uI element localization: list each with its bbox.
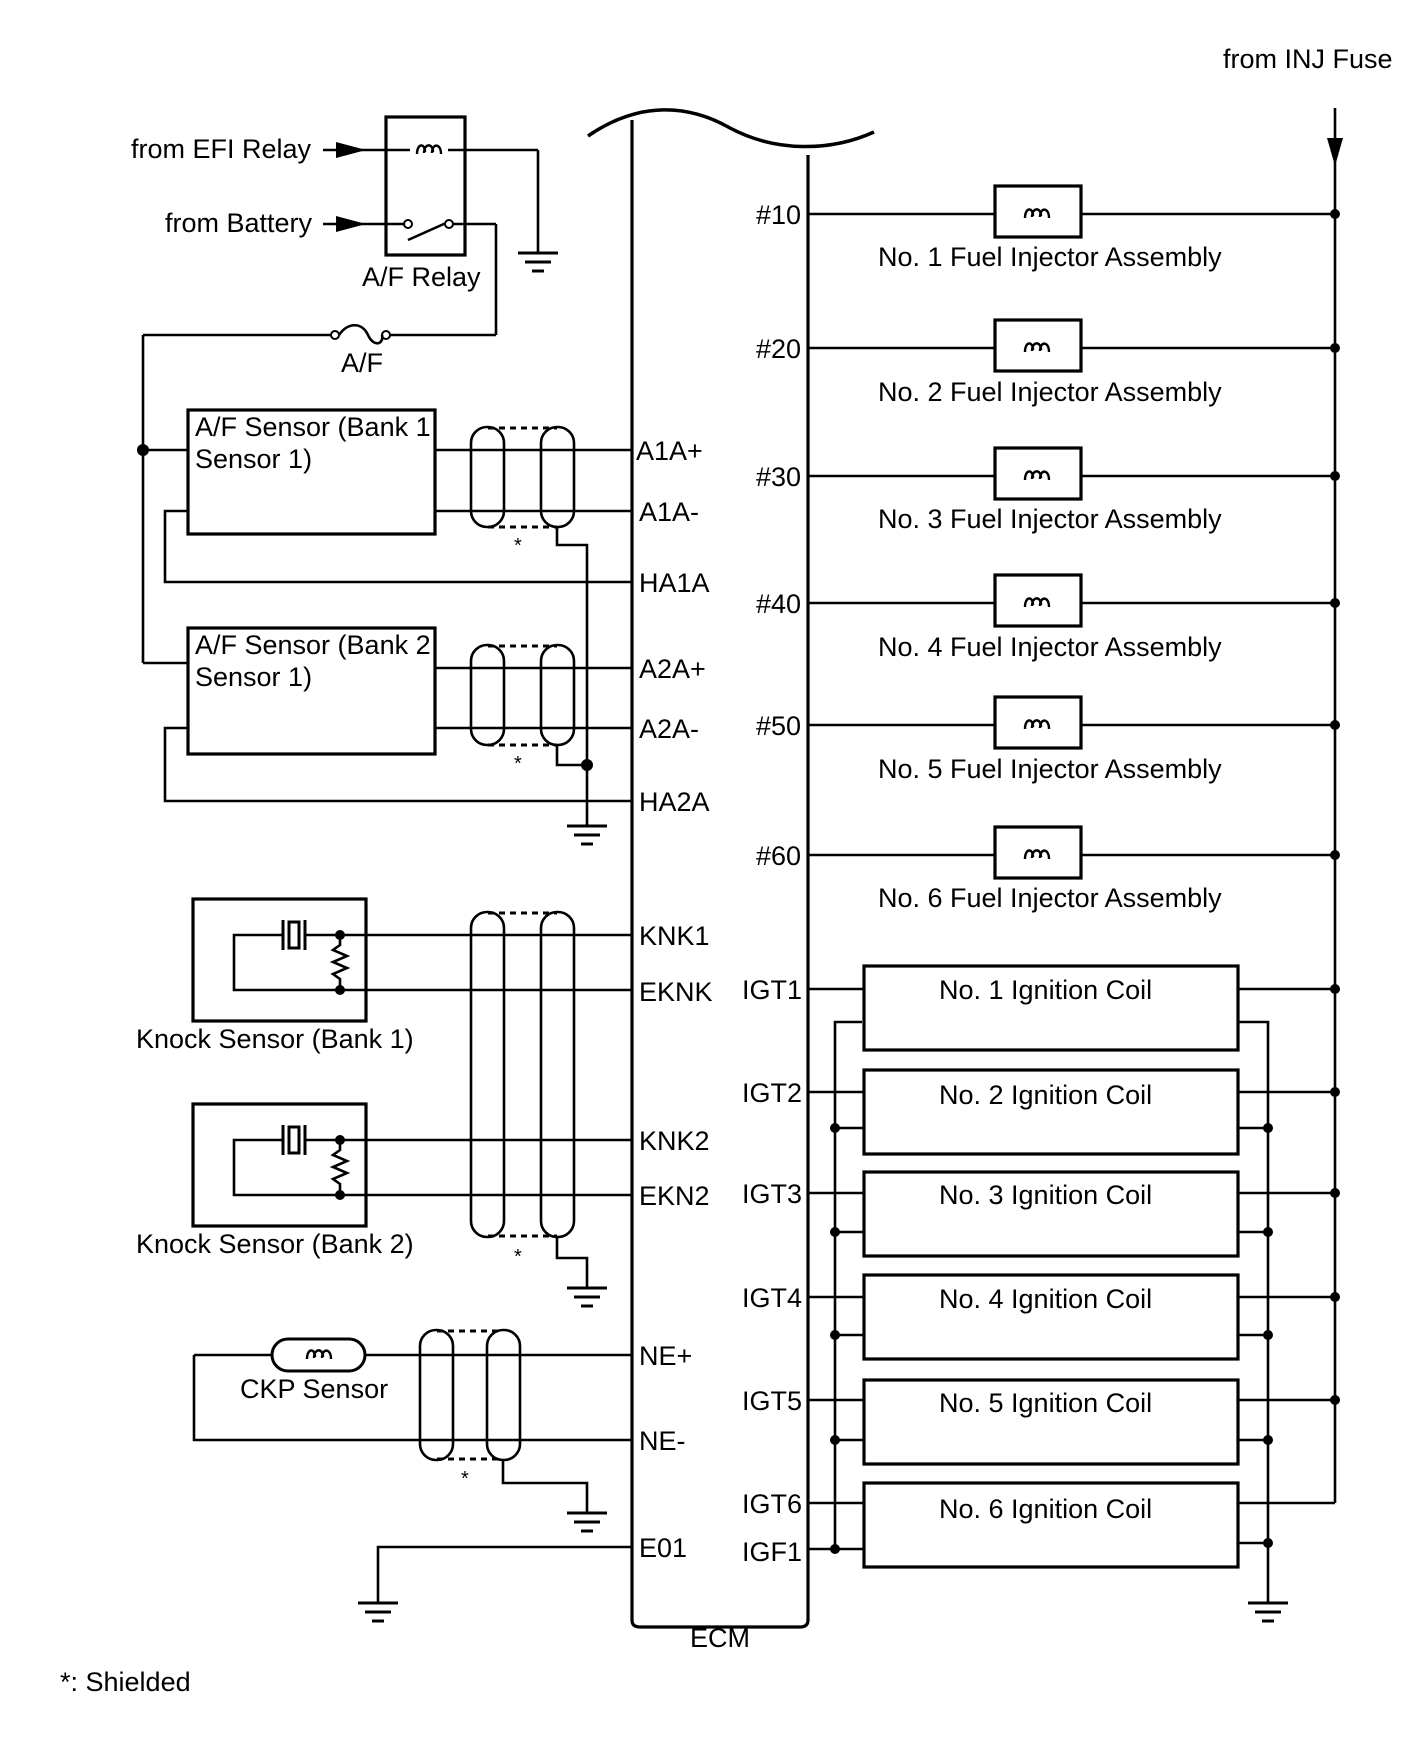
ignition-coil-1-pin: IGT1 [742, 975, 802, 1005]
ignition-coil-3-label: No. 3 Ignition Coil [939, 1180, 1152, 1210]
efi-relay-input-label: from EFI Relay [131, 134, 312, 164]
pin-ha2a: HA2A [639, 787, 710, 817]
pin-knk2: KNK2 [639, 1126, 710, 1156]
shield-mark: * [514, 753, 522, 775]
shield-mark: * [514, 1246, 522, 1268]
ignition-coil-4-pin: IGT4 [742, 1283, 802, 1313]
ground-icon [356, 1601, 400, 1623]
injector-5: #50 No. 5 Fuel Injector Assembly [756, 695, 1340, 784]
pin-ne-minus: NE- [639, 1426, 686, 1456]
injector-2-label: No. 2 Fuel Injector Assembly [878, 377, 1222, 407]
injector-6-pin: #60 [756, 841, 801, 871]
injector-3-label: No. 3 Fuel Injector Assembly [878, 504, 1222, 534]
knock-shield: * [469, 910, 609, 1308]
af-sensor-bank2-label-line2: Sensor 1) [195, 662, 312, 692]
af-sensor-bank2-label-line1: A/F Sensor (Bank 2 [195, 630, 431, 660]
ground-icon [565, 824, 609, 846]
ignition-coil-6-label: No. 6 Ignition Coil [939, 1494, 1152, 1524]
ground-icon [565, 1511, 609, 1533]
arrow-right-icon [336, 142, 366, 158]
ignition-coil-6-pin: IGT6 [742, 1489, 802, 1519]
pin-ha1a: HA1A [639, 568, 710, 598]
ignition-coil-2-label: No. 2 Ignition Coil [939, 1080, 1152, 1110]
ckp-sensor: CKP Sensor * NE+ NE- [192, 1328, 692, 1533]
arrow-down-icon [1327, 138, 1343, 166]
ground-icon [516, 251, 560, 273]
pin-e01: E01 [639, 1533, 687, 1563]
injector-5-label: No. 5 Fuel Injector Assembly [878, 754, 1222, 784]
inj-fuse-input-label: from INJ Fuse [1223, 44, 1393, 74]
af-sensor-bank1-label-line1: A/F Sensor (Bank 1 [195, 412, 431, 442]
ecm-unit: ECM [587, 108, 875, 1653]
injector-4-label: No. 4 Fuel Injector Assembly [878, 632, 1222, 662]
pin-a1a-plus: A1A+ [636, 436, 703, 466]
knock-sensor-bank2: Knock Sensor (Bank 2) KNK2 EKN2 [136, 1102, 710, 1259]
injector-1-label: No. 1 Fuel Injector Assembly [878, 242, 1222, 272]
ecm-label: ECM [690, 1623, 750, 1653]
pin-igf1: IGF1 [742, 1537, 802, 1567]
injector-1: #10 No. 1 Fuel Injector Assembly [756, 184, 1340, 272]
injector-4-pin: #40 [756, 589, 801, 619]
battery-input-label: from Battery [165, 208, 313, 238]
ecm-ground-e01: E01 [356, 1533, 687, 1623]
af-relay: from EFI Relay from Battery A/F Relay [131, 115, 560, 335]
pin-ekn2: EKN2 [639, 1181, 710, 1211]
pin-a2a-minus: A2A- [639, 714, 699, 744]
ignition-coil-3: IGT3 No. 3 Ignition Coil [742, 1170, 1340, 1258]
knock-sensor-bank1: Knock Sensor (Bank 1) KNK1 EKNK [136, 897, 713, 1054]
knock-sensor-bank2-label: Knock Sensor (Bank 2) [136, 1229, 414, 1259]
injector-1-pin: #10 [756, 200, 801, 230]
ignition-coil-4-label: No. 4 Ignition Coil [939, 1284, 1152, 1314]
ignition-coil-5: IGT5 No. 5 Ignition Coil [742, 1378, 1340, 1466]
pin-a1a-minus: A1A- [639, 497, 699, 527]
ckp-sensor-label: CKP Sensor [240, 1374, 388, 1404]
af-sensor-bank1-label-line2: Sensor 1) [195, 444, 312, 474]
ignition-coils: IGT1 No. 1 Ignition Coil IGT2 No. 2 Igni… [742, 964, 1340, 1623]
ignition-coil-1: IGT1 No. 1 Ignition Coil [742, 964, 1340, 1052]
ground-icon [1246, 1601, 1290, 1623]
ignition-coil-5-pin: IGT5 [742, 1386, 802, 1416]
pin-a2a-plus: A2A+ [639, 654, 706, 684]
injector-2-pin: #20 [756, 334, 801, 364]
ground-icon [565, 1286, 609, 1308]
injector-4: #40 No. 4 Fuel Injector Assembly [756, 573, 1340, 662]
pin-knk1: KNK1 [639, 921, 710, 951]
fuel-injectors: #10 No. 1 Fuel Injector Assembly #20 No.… [756, 184, 1340, 913]
injector-3-pin: #30 [756, 462, 801, 492]
injector-6: #60 No. 6 Fuel Injector Assembly [756, 825, 1340, 913]
knock-sensor-bank1-label: Knock Sensor (Bank 1) [136, 1024, 414, 1054]
pin-ne-plus: NE+ [639, 1341, 692, 1371]
af-fuse: A/F [137, 323, 496, 663]
shield-mark: * [461, 1468, 469, 1490]
af-fuse-label: A/F [341, 348, 383, 378]
ignition-coil-6: IGT6 No. 6 Ignition Coil [742, 1481, 1335, 1569]
shield-mark: * [514, 535, 522, 557]
ignition-coil-2: IGT2 No. 2 Ignition Coil [742, 1068, 1340, 1156]
injector-2: #20 No. 2 Fuel Injector Assembly [756, 318, 1340, 407]
injector-5-pin: #50 [756, 711, 801, 741]
ignition-coil-2-pin: IGT2 [742, 1078, 802, 1108]
arrow-right-icon [336, 216, 366, 232]
af-sensor-bank2: A/F Sensor (Bank 2 Sensor 1) * A2A+ A2A-… [143, 626, 710, 846]
ignition-coil-1-label: No. 1 Ignition Coil [939, 975, 1152, 1005]
ignition-coil-4: IGT4 No. 4 Ignition Coil [742, 1273, 1340, 1361]
af-relay-label: A/F Relay [362, 262, 481, 292]
ignition-coil-3-pin: IGT3 [742, 1179, 802, 1209]
injector-6-label: No. 6 Fuel Injector Assembly [878, 883, 1222, 913]
pin-eknk: EKNK [639, 977, 713, 1007]
ignition-coil-5-label: No. 5 Ignition Coil [939, 1388, 1152, 1418]
inj-fuse-bus: from INJ Fuse [1223, 44, 1393, 1503]
af-sensor-bank1: A/F Sensor (Bank 1 Sensor 1) * A1A+ A1A-… [143, 408, 710, 765]
shielded-footnote: *: Shielded [60, 1667, 191, 1697]
injector-3: #30 No. 3 Fuel Injector Assembly [756, 446, 1340, 534]
